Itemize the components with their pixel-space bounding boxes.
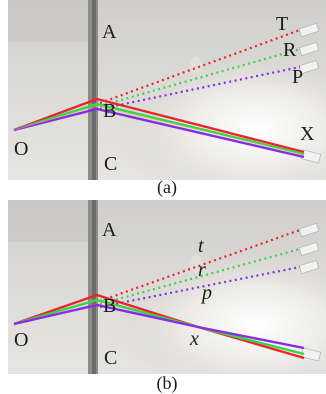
- panel-a: A B C O T R P X (a): [8, 0, 326, 198]
- label-b-point-A: A: [102, 219, 117, 241]
- laser-device-t-b: [298, 223, 320, 237]
- ray-a-dotted-purple: [99, 65, 301, 111]
- panel-b: A B C O t r p x (b): [8, 200, 326, 394]
- label-b-point-p: p: [200, 282, 212, 304]
- caption-b: (b): [157, 373, 178, 394]
- label-b-point-r: r: [198, 259, 206, 281]
- label-a-point-T: T: [276, 13, 288, 35]
- panel-a-laser-devices: [190, 23, 322, 164]
- laser-device-t: [298, 23, 320, 37]
- label-b-point-x: x: [189, 328, 199, 350]
- laser-device-p: [298, 60, 320, 74]
- ray-a-dotted-red: [99, 28, 301, 105]
- label-b-point-O: O: [14, 329, 28, 351]
- label-a-point-C: C: [104, 153, 117, 175]
- panel-b-shadow-top: [8, 200, 98, 242]
- panel-a-wall-edge-dark: [92, 0, 96, 180]
- ray-b-solid-green: [13, 298, 305, 356]
- ray-a-dotted-green: [99, 47, 301, 108]
- label-b-point-B: B: [103, 295, 116, 317]
- ray-a-solid-red: [13, 97, 305, 154]
- label-a-point-A: A: [102, 21, 117, 43]
- label-a-point-R: R: [283, 39, 297, 61]
- laser-device-r-b: [298, 242, 320, 256]
- caption-a: (a): [157, 177, 177, 198]
- label-a-point-O: O: [14, 138, 28, 160]
- prism-reflection: [190, 57, 202, 75]
- label-b-point-C: C: [104, 347, 117, 369]
- laser-device-p-b: [298, 260, 320, 274]
- label-b-point-t: t: [198, 235, 204, 257]
- ray-a-solid-green: [13, 102, 305, 156]
- ray-b-dotted-red: [99, 228, 301, 303]
- label-a-point-P: P: [292, 66, 303, 88]
- ray-a-solid-purple: [13, 107, 305, 159]
- panel-b-laser-devices: [190, 223, 322, 362]
- ray-b-dotted-purple: [99, 265, 301, 309]
- panel-b-wall-edge-dark: [92, 200, 96, 374]
- ray-b-solid-red: [13, 293, 305, 360]
- label-a-point-X: X: [300, 123, 315, 145]
- panel-a-shadow-top: [8, 0, 98, 42]
- laser-device-r: [298, 42, 320, 56]
- ray-b-dotted-green: [99, 247, 301, 306]
- label-a-point-B: B: [103, 100, 116, 122]
- ray-a-solid-yellow: [13, 105, 305, 156]
- prism-reflection-b: [190, 255, 202, 273]
- ray-b-solid-purple: [13, 303, 305, 350]
